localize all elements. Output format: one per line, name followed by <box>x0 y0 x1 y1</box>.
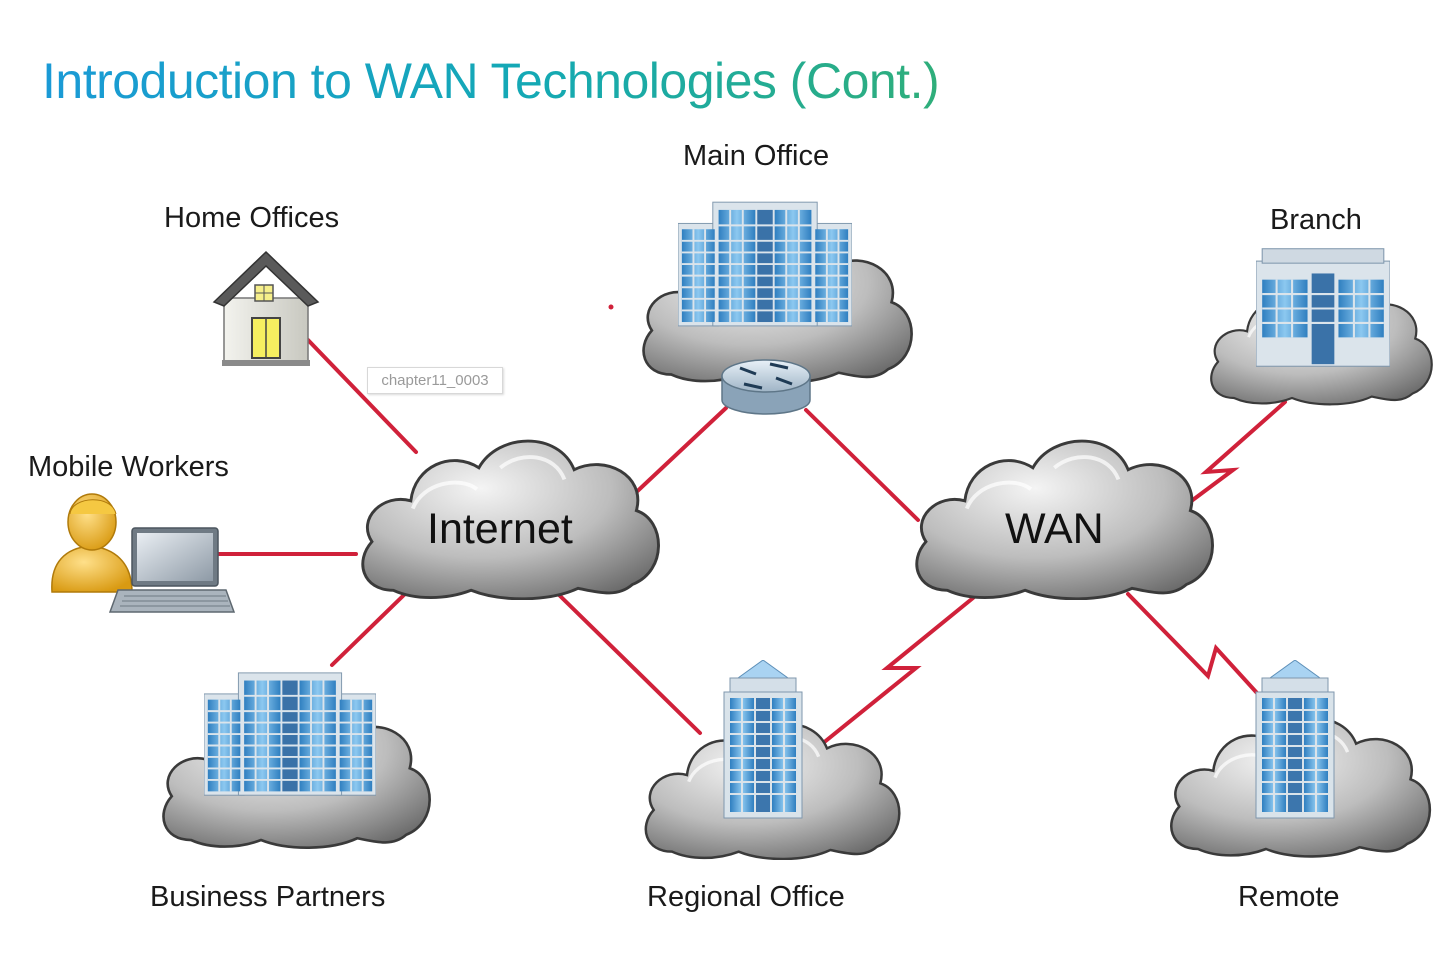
label-main-office: Main Office <box>683 140 830 172</box>
link-wan-remote-serial <box>1126 592 1259 695</box>
link-internet-regional <box>552 588 702 735</box>
business-partners-building-icon <box>204 671 376 797</box>
links <box>216 338 1287 754</box>
regional-office-building-icon <box>723 660 803 819</box>
label-wan: WAN <box>1005 505 1104 553</box>
slide-title: Introduction to WAN Technologies (Cont.) <box>42 53 940 109</box>
label-internet: Internet <box>427 505 573 553</box>
link-home-internet <box>306 338 418 454</box>
link-mainoffice-wan <box>804 408 920 522</box>
label-home-offices: Home Offices <box>164 202 340 234</box>
branch-building-icon <box>1256 248 1390 368</box>
router-icon <box>721 359 811 415</box>
label-remote: Remote <box>1238 881 1340 913</box>
laptop-icon <box>108 527 236 613</box>
label-branch: Branch <box>1270 204 1362 236</box>
label-business-partners: Business Partners <box>150 881 386 913</box>
red-dot <box>608 304 614 310</box>
main-office-building-icon <box>678 201 852 327</box>
label-mobile-workers: Mobile Workers <box>28 451 229 483</box>
remote-building-icon <box>1255 660 1335 819</box>
image-tag: chapter11_0003 <box>367 367 503 394</box>
mobile-worker-icon <box>51 493 133 593</box>
link-internet-mainoffice <box>626 406 728 502</box>
label-regional-office: Regional Office <box>647 881 845 913</box>
link-wan-regional-serial <box>810 596 975 754</box>
link-partners-internet <box>330 590 409 667</box>
house-icon <box>212 250 320 366</box>
link-wan-branch-serial <box>1184 400 1287 507</box>
